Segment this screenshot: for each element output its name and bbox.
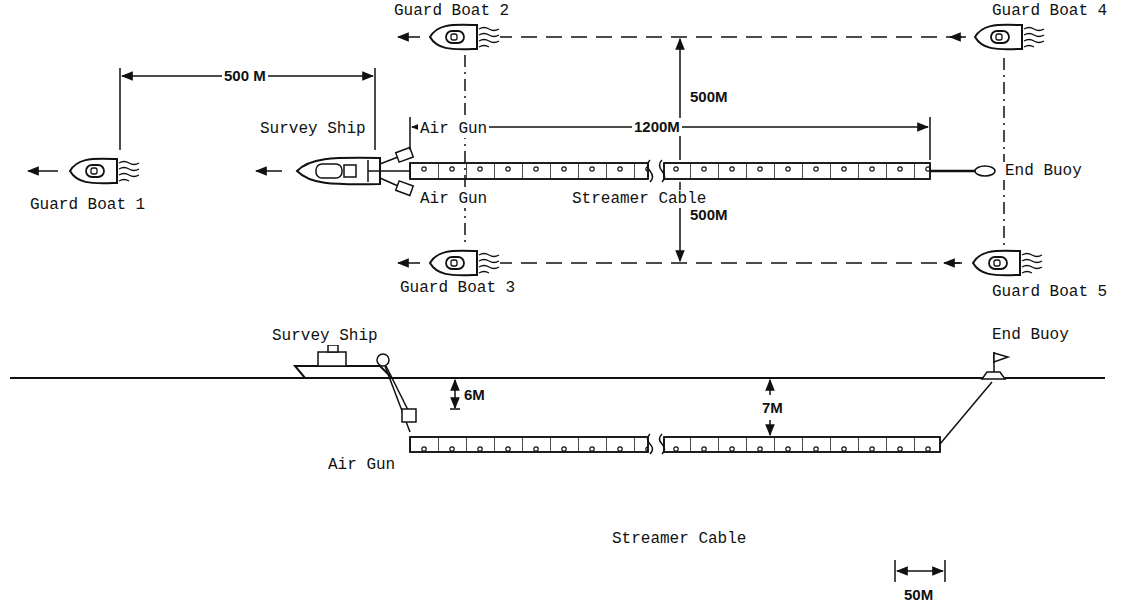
dimension: 1200M (632, 118, 682, 136)
boat-label: Guard Boat 2 (392, 2, 511, 20)
dimension: 500 M (222, 67, 268, 85)
part-label: Air Gun (418, 120, 489, 138)
part-label: Streamer Cable (610, 530, 748, 548)
ship-label: Survey Ship (258, 120, 368, 138)
boat-label: Guard Boat 4 (990, 2, 1109, 20)
part-label: End Buoy (1003, 162, 1084, 180)
dimension: 500M (688, 88, 730, 106)
dimension: 7M (760, 399, 785, 417)
part-label: End Buoy (990, 326, 1071, 344)
boat-label: Guard Boat 5 (990, 283, 1109, 301)
part-label: Air Gun (326, 456, 397, 474)
dimension: 6M (462, 386, 487, 404)
dimension: 500M (688, 206, 730, 224)
boat-label: Guard Boat 1 (28, 196, 147, 214)
boat-label: Guard Boat 3 (398, 279, 517, 297)
dimension: 50M (902, 586, 935, 604)
part-label: Air Gun (418, 190, 489, 208)
ship-label: Survey Ship (270, 327, 380, 345)
